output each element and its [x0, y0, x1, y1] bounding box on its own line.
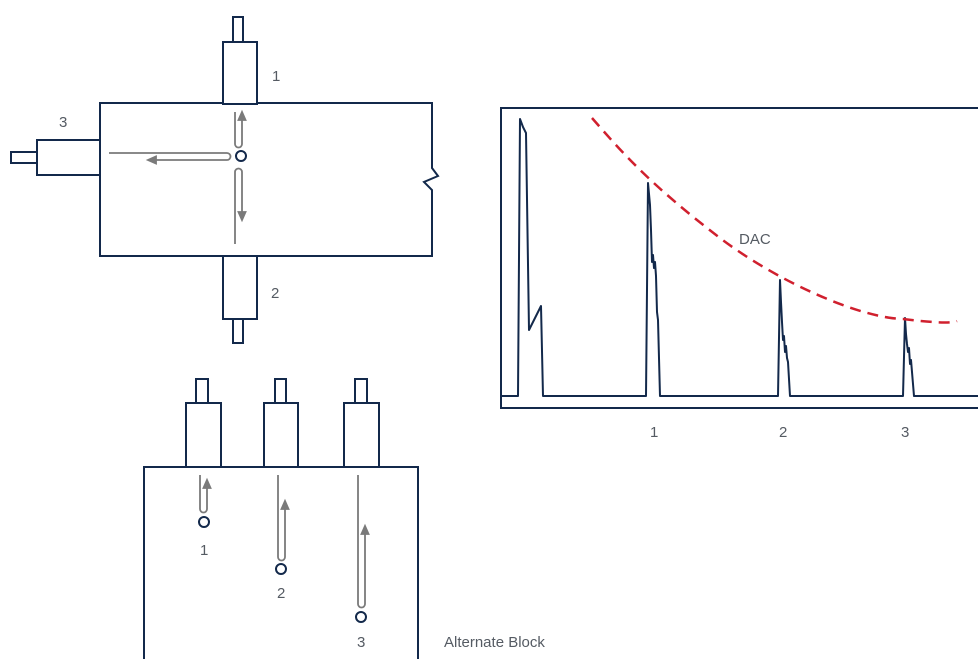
alt-hole-2-label: 2 [277, 585, 285, 602]
alt-transducer-1-body [185, 402, 222, 468]
arrowhead-2 [237, 211, 247, 223]
signal-1-label: 1 [650, 424, 658, 441]
side-drilled-hole [235, 150, 247, 162]
signal-3-label: 3 [901, 424, 909, 441]
alt-arrowhead-3 [360, 523, 370, 535]
transducer-1-body [222, 41, 258, 105]
beam-path-2 [234, 167, 243, 244]
transducer-2-label: 2 [271, 285, 279, 302]
alternate-block-caption: Alternate Block [444, 634, 545, 651]
alt-hole-3 [355, 611, 367, 623]
alt-arrowhead-1 [202, 477, 212, 489]
beam-paths-top [109, 109, 247, 244]
transducer-3-cable [10, 151, 38, 164]
alt-transducer-1-cable [195, 378, 209, 404]
dac-curve [591, 117, 958, 324]
signal-2-label: 2 [779, 424, 787, 441]
display-frame [500, 107, 978, 409]
alt-hole-1 [198, 516, 210, 528]
alternate-block [143, 378, 419, 659]
alt-arrowhead-2 [280, 498, 290, 510]
arrowhead-1 [237, 109, 247, 121]
transducer-2-body [222, 255, 258, 320]
alt-transducer-3-cable [354, 378, 368, 404]
alt-hole-1-label: 1 [200, 542, 208, 559]
alt-transducer-3-body [343, 402, 380, 468]
alt-beam-path-3 [357, 475, 366, 609]
a-scan-trace [501, 118, 978, 397]
block-outline [99, 102, 440, 257]
alt-hole-3-label: 3 [357, 634, 365, 651]
alt-transducer-2-cable [274, 378, 287, 404]
beam-path-3 [109, 152, 232, 161]
transducer-1-label: 1 [272, 68, 280, 85]
transducer-1-cable [232, 16, 244, 43]
transducer-2-cable [232, 318, 244, 344]
alt-beam-path-1 [199, 475, 208, 514]
calibration-block-top [10, 16, 440, 344]
beam-path-1 [234, 112, 243, 149]
a-scan-display: DAC 1 2 3 [500, 107, 978, 441]
alt-beam-path-2 [277, 475, 286, 562]
alt-transducer-2-body [263, 402, 299, 468]
arrowhead-3 [145, 155, 157, 165]
beam-paths-alternate [199, 475, 370, 609]
transducer-3-label: 3 [59, 114, 67, 131]
transducer-3-body [36, 139, 101, 176]
dac-label: DAC [739, 231, 771, 248]
alt-hole-2 [275, 563, 287, 575]
